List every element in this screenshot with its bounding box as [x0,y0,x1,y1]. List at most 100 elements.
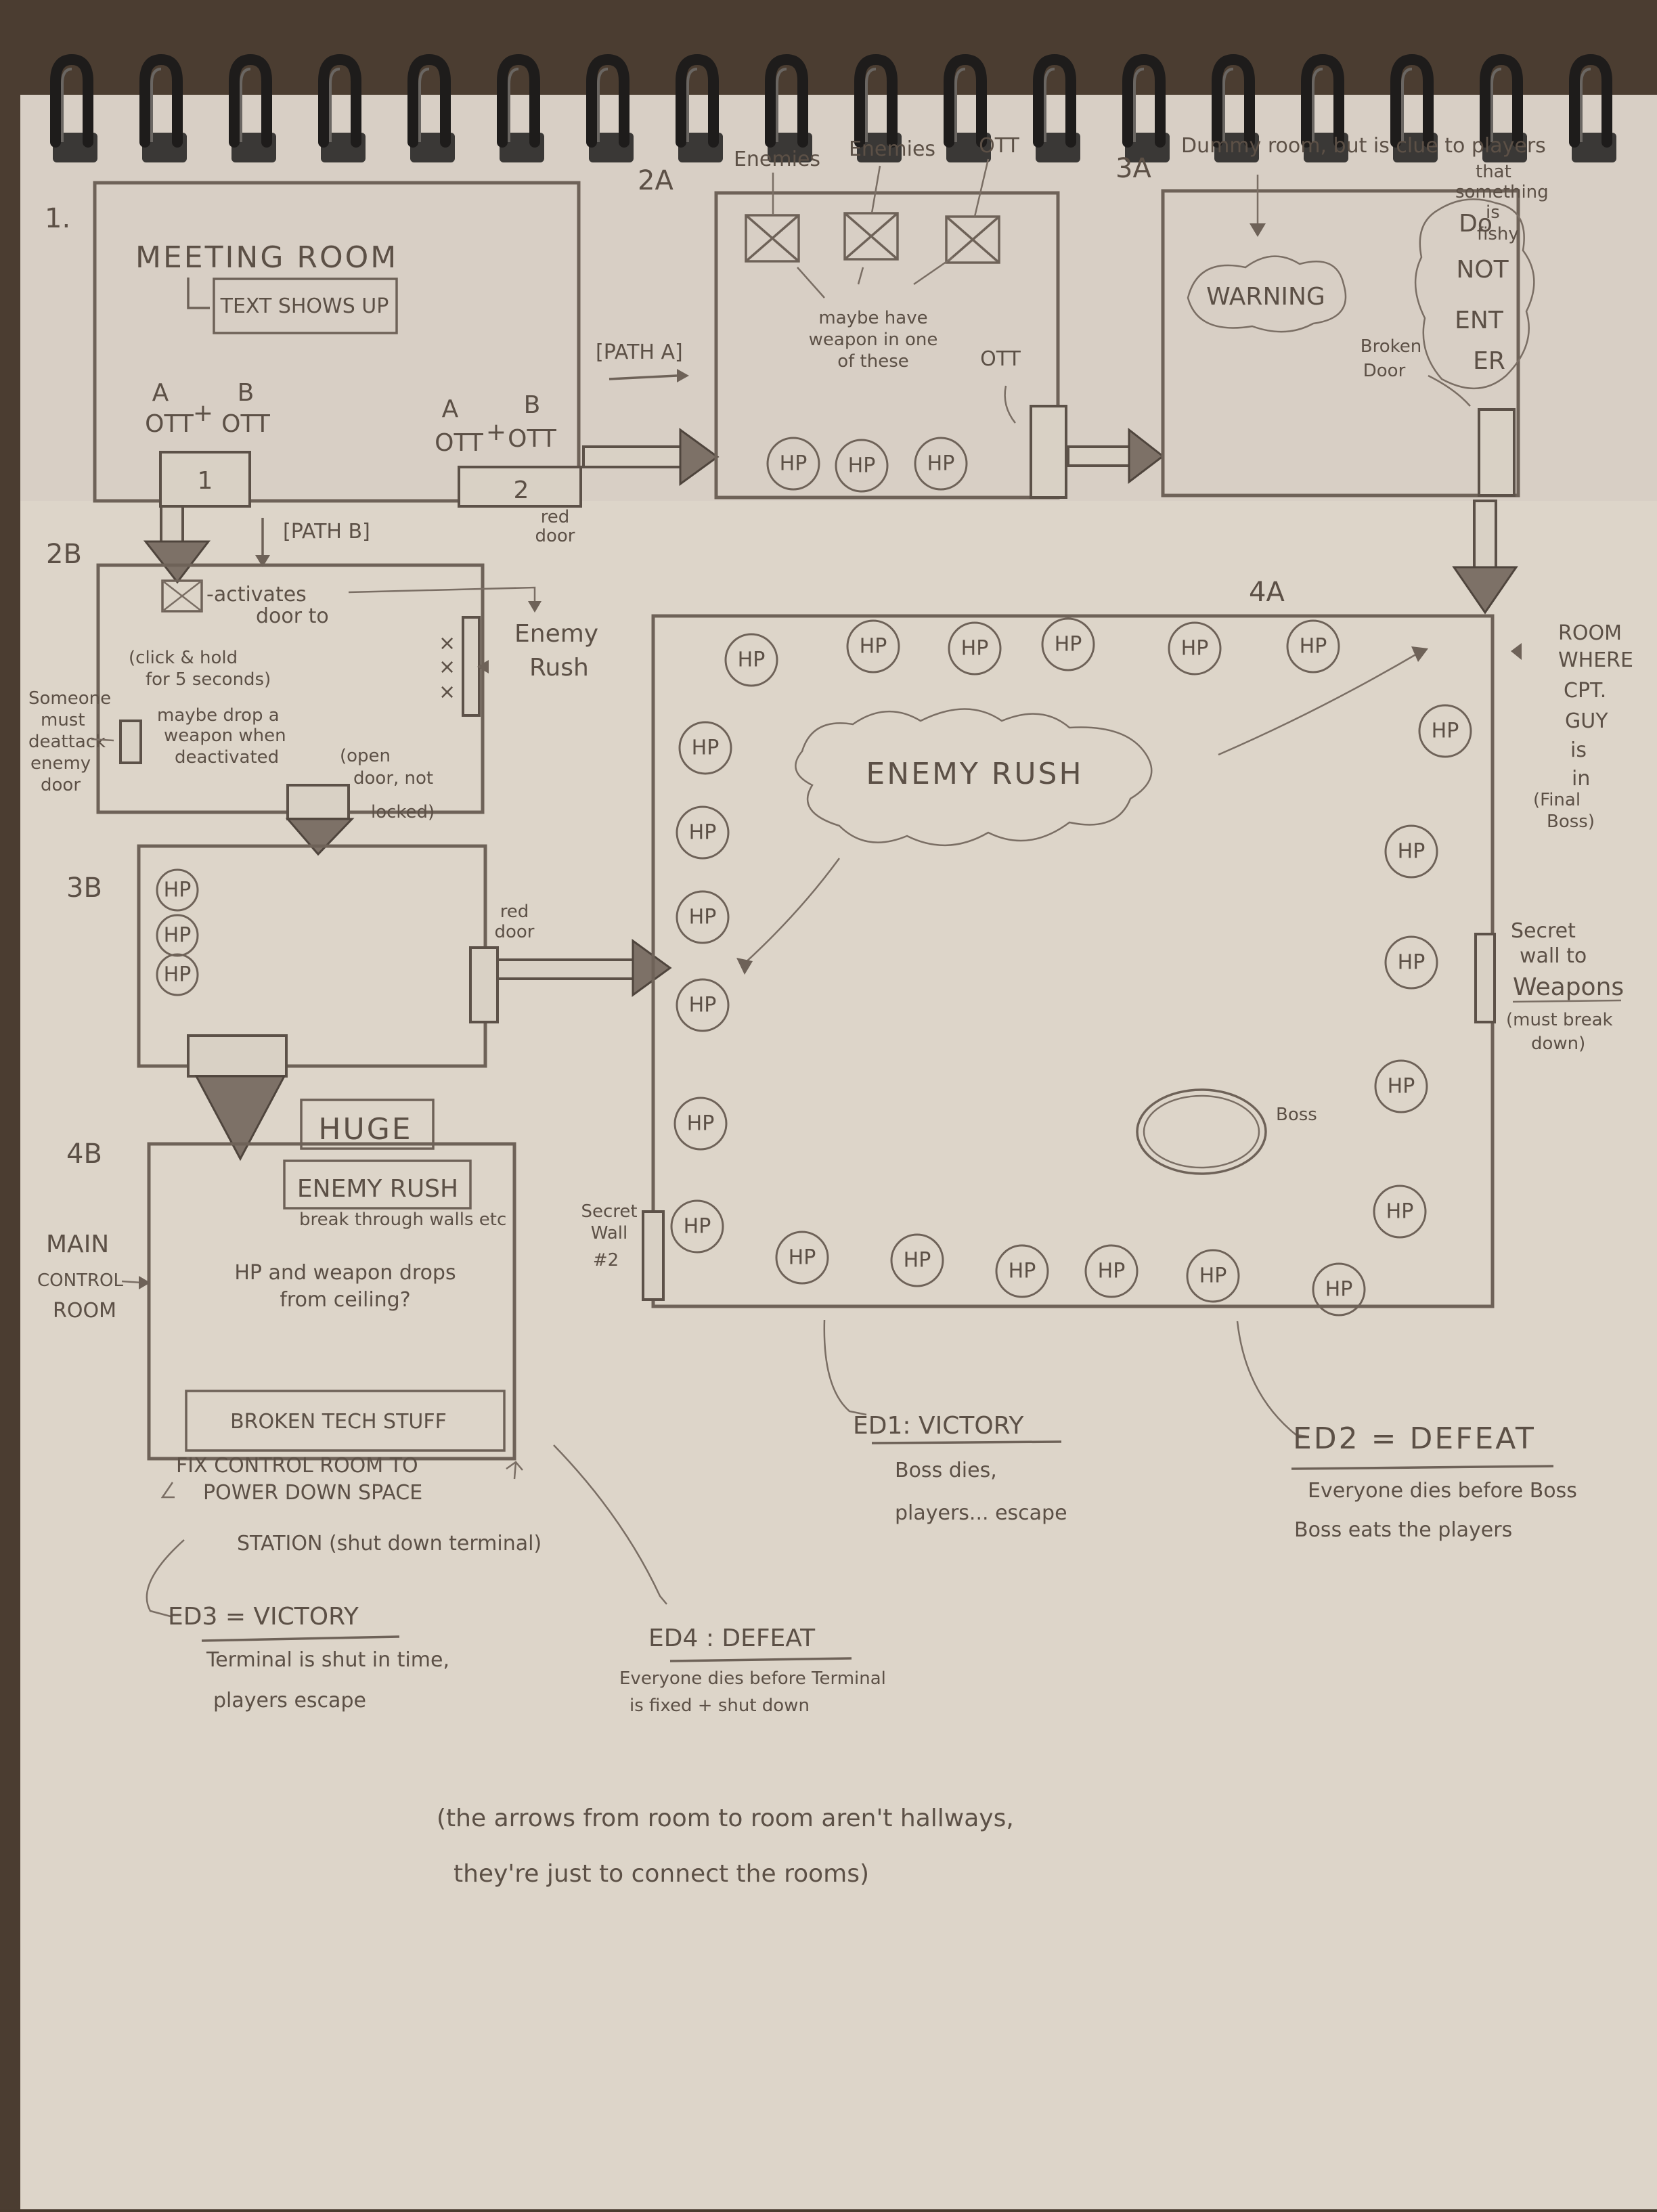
svg-text:is: is [1570,738,1587,762]
footnote-line-1: (the arrows from room to room aren't hal… [437,1805,1014,1832]
room-4b-number: 4B [66,1138,102,1170]
boss-label: Boss [1276,1105,1317,1125]
svg-text:weapon in one: weapon in one [809,330,938,350]
warning-text: WARNING [1206,283,1325,311]
open-door-note: (open [340,746,391,766]
enemy-rush-door [463,617,479,715]
svg-text:door: door [41,775,81,795]
svg-text:HP: HP [689,994,717,1017]
svg-text:Wall: Wall [591,1223,627,1243]
broken-door-label: Broken [1361,336,1421,357]
svg-text:HP: HP [780,452,808,476]
broken-tech-label: BROKEN TECH STUFF [230,1410,447,1434]
svg-text:players escape: players escape [213,1689,366,1712]
ott-side-label: OTT [980,347,1021,371]
path-a-label: [PATH A] [596,340,683,364]
svg-text:HP: HP [1398,951,1426,975]
svg-text:HP: HP [848,454,876,478]
svg-text:HP: HP [1398,840,1426,864]
enemy-marks: × [439,632,456,655]
svg-text:HP: HP [684,1215,711,1239]
svg-text:CPT.: CPT. [1564,679,1606,703]
svg-text:deactivated: deactivated [175,747,279,768]
svg-text:HP: HP [1300,635,1327,659]
svg-text:CONTROL: CONTROL [37,1270,123,1291]
path-b-label: [PATH B] [283,520,370,544]
svg-text:HP: HP [1325,1278,1353,1302]
svg-text:Boss): Boss) [1547,812,1595,832]
svg-text:(Final: (Final [1533,790,1581,810]
switch-b2-ott: OTT [508,425,557,453]
ed1-title: ED1: VICTORY [853,1412,1024,1440]
svg-text:HP: HP [689,906,717,929]
weapon-note: maybe have [818,308,927,328]
ed3-title: ED3 = VICTORY [168,1603,359,1631]
door-1-label: 1 [198,467,213,495]
switch-a-label: A [152,379,169,407]
svg-text:HP: HP [164,963,192,987]
svg-text:door, not: door, not [353,768,433,789]
switch-a-ott: OTT [145,410,194,438]
svg-text:HP: HP [738,648,766,672]
ceiling-drops-note: HP and weapon drops [234,1261,456,1285]
room-2b-number: 2B [46,539,82,570]
final-boss-room-note: ROOM [1558,621,1622,645]
click-hold-note: (click & hold [129,648,238,668]
secret-wall-2-label: Secret [581,1201,637,1222]
svg-text:in: in [1572,767,1590,791]
ott-label: OTT [979,134,1019,158]
ed1-description: Boss dies, [895,1459,997,1482]
room-2a-number: 2A [638,165,673,196]
text-shows-up-note: TEXT SHOWS UP [220,294,389,318]
svg-text:Door: Door [1363,361,1406,381]
ed4-description: Everyone dies before Terminal [619,1668,886,1689]
svg-text:weapon when: weapon when [164,726,286,746]
svg-text:HP: HP [961,637,989,661]
svg-text:HP: HP [904,1249,931,1273]
room-3b-number: 3B [66,872,102,904]
secret-wall-weapons [1476,934,1495,1022]
svg-text:STATION (shut down terminal): STATION (shut down terminal) [237,1532,542,1555]
svg-text:HP: HP [164,879,192,902]
ed4-title: ED4 : DEFEAT [648,1624,816,1652]
svg-text:ENT: ENT [1455,307,1504,334]
switch-b2-label: B [524,391,541,419]
huge-label: HUGE [318,1112,412,1147]
svg-text:from ceiling?: from ceiling? [280,1288,410,1312]
svg-text:ROOM: ROOM [53,1299,116,1323]
switch-a2-label: A [442,395,459,423]
fix-control-room-note: FIX CONTROL ROOM TO [176,1454,418,1478]
svg-text:players... escape: players... escape [895,1501,1067,1525]
svg-text:HP: HP [1199,1264,1227,1288]
svg-text:HP: HP [789,1246,816,1270]
svg-text:HP: HP [927,452,955,476]
activates-door-note: -activates [206,583,307,606]
svg-text:×: × [439,655,456,679]
svg-text:HP: HP [1098,1260,1126,1283]
svg-text:Weapons: Weapons [1513,973,1624,1001]
svg-text:HP: HP [687,1112,715,1136]
switch-b-label: B [238,379,255,407]
break-walls-note: break through walls etc [299,1210,506,1230]
svg-text:of these: of these [837,351,909,372]
red-door-label: red [541,507,570,527]
door-2-label: 2 [514,477,529,504]
svg-text:door to: door to [256,604,329,628]
svg-text:HP: HP [1432,720,1459,743]
svg-text:is fixed + shut down: is fixed + shut down [629,1696,810,1716]
plus-sign-b: + [486,418,506,446]
room-4b-enemy-rush: ENEMY RUSH [297,1175,458,1203]
room-3b-red-door [470,948,498,1022]
enemy-rush-label: Enemy [514,620,598,648]
room-1-title: MEETING ROOM [135,240,398,275]
svg-text:enemy: enemy [30,753,91,774]
ed2-title: ED2 = DEFEAT [1293,1421,1536,1456]
svg-text:HP: HP [1009,1260,1036,1283]
svg-text:POWER DOWN SPACE: POWER DOWN SPACE [203,1481,422,1505]
svg-text:door: door [494,922,534,942]
svg-text:GUY: GUY [1565,709,1608,733]
svg-text:(must break: (must break [1506,1010,1613,1030]
svg-text:HP: HP [1181,637,1209,661]
